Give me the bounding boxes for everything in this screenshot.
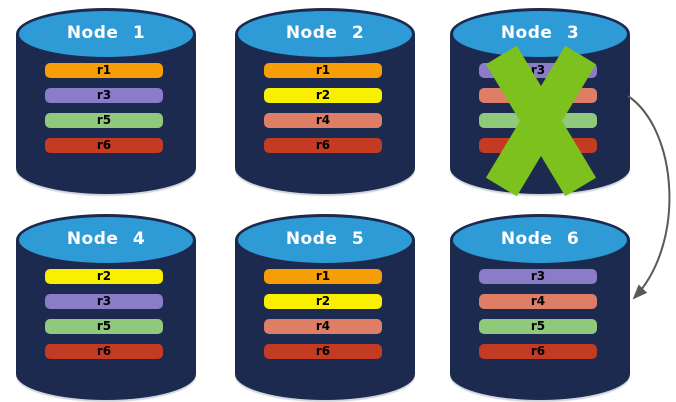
replica-label: r6 — [96, 344, 112, 358]
cylinder-top: Node 6 — [450, 214, 630, 266]
replica-label: r6 — [315, 344, 331, 358]
replica-label: r2 — [315, 88, 331, 102]
replica-bar: r5 — [45, 319, 163, 334]
replica-bar: r6 — [479, 344, 597, 359]
replica-label: r6 — [96, 138, 112, 152]
replica-label: r4 — [530, 294, 546, 308]
node-label: Node 4 — [66, 229, 146, 249]
replica-bar: r3 — [45, 294, 163, 309]
replica-label: r1 — [315, 269, 331, 283]
replica-bar: r5 — [45, 113, 163, 128]
replica-label: r3 — [96, 88, 112, 102]
cylinder-top: Node 5 — [235, 214, 415, 266]
database-node: Node 6 r3 r4 r5 r6 — [450, 214, 630, 400]
replica-label: r1 — [315, 63, 331, 77]
node-label: Node 1 — [66, 23, 146, 43]
database-node: Node 5 r1 r2 r4 r6 — [235, 214, 415, 400]
cylinder-top: Node 1 — [16, 8, 196, 60]
replica-bar: r6 — [264, 138, 382, 153]
replica-label: r6 — [315, 138, 331, 152]
replica-bar: r1 — [264, 63, 382, 78]
replica-label: r2 — [96, 269, 112, 283]
replica-bar: r2 — [264, 294, 382, 309]
replica-label: r3 — [96, 294, 112, 308]
replica-label: r2 — [315, 294, 331, 308]
node-label: Node 5 — [285, 229, 365, 249]
database-node: Node 4 r2 r3 r5 r6 — [16, 214, 196, 400]
replica-bar: r6 — [45, 138, 163, 153]
replica-label: r5 — [96, 319, 112, 333]
replica-label: r5 — [96, 113, 112, 127]
replica-list: r2 r3 r5 r6 — [45, 269, 163, 359]
database-node: Node 1 r1 r3 r5 r6 — [16, 8, 196, 194]
replica-bar: r6 — [264, 344, 382, 359]
replica-bar: r3 — [479, 269, 597, 284]
replica-label: r4 — [315, 113, 331, 127]
replica-list: r1 r3 r5 r6 — [45, 63, 163, 153]
replica-bar: r3 — [45, 88, 163, 103]
replica-list: r1 r2 r4 r6 — [264, 269, 382, 359]
replica-bar: r5 — [479, 319, 597, 334]
node-label: Node 3 — [500, 23, 580, 43]
replica-bar: r4 — [479, 294, 597, 309]
cylinder-top: Node 2 — [235, 8, 415, 60]
replica-list: r3 r4 r5 r6 — [479, 269, 597, 359]
replica-label: r5 — [530, 319, 546, 333]
replica-bar: r1 — [264, 269, 382, 284]
replica-label: r4 — [315, 319, 331, 333]
replica-label: r3 — [530, 63, 546, 77]
replica-label: r3 — [530, 269, 546, 283]
node-label: Node 6 — [500, 229, 580, 249]
replica-bar: r2 — [264, 88, 382, 103]
replica-label: r6 — [530, 344, 546, 358]
cylinder-top: Node 3 — [450, 8, 630, 60]
cylinder-top: Node 4 — [16, 214, 196, 266]
replica-bar: r4 — [264, 113, 382, 128]
replica-label: r1 — [96, 63, 112, 77]
replica-bar: r4 — [264, 319, 382, 334]
replica-bar: r1 — [45, 63, 163, 78]
node-label: Node 2 — [285, 23, 365, 43]
replica-bar: r6 — [45, 344, 163, 359]
replica-bar: r2 — [45, 269, 163, 284]
replica-list: r1 r2 r4 r6 — [264, 63, 382, 153]
failover-arrow-path — [627, 95, 671, 300]
database-node: Node 2 r1 r2 r4 r6 — [235, 8, 415, 194]
